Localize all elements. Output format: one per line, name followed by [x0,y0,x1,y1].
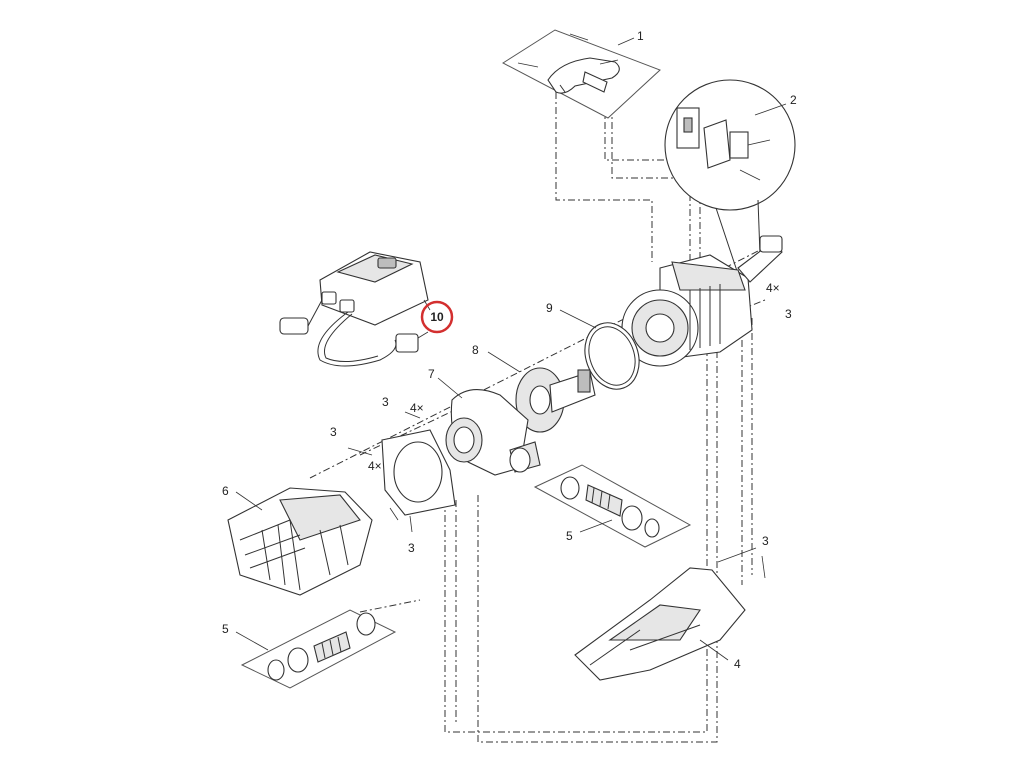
callout-10: 10 [430,310,444,324]
callout-labels: 1 2 4× 3 9 8 7 3 4× 3 4× 6 3 5 3 5 4 10 [222,29,797,671]
callout-7: 7 [428,367,435,381]
part-5-hose-set-left [235,609,397,689]
callout-6: 6 [222,484,229,498]
callout-9: 9 [546,301,553,315]
callout-3-top: 3 [382,395,389,409]
part-10-control-unit [279,251,431,367]
callout-4: 4 [734,657,741,671]
qty-right: 4× [766,281,780,295]
part-7-pump-housing [437,377,541,476]
flange-plate [347,411,456,533]
callout-3-bottom: 3 [408,541,415,555]
callout-8: 8 [472,343,479,357]
callout-1: 1 [637,29,644,43]
part-2-detail-magnifier [664,79,796,281]
callout-2: 2 [790,93,797,107]
part-9-o-ring [559,309,640,390]
qty-top: 4× [410,401,424,415]
callout-3-base: 3 [762,534,769,548]
part-8-rotor [487,351,596,433]
part-5-hose-set-right [533,464,692,548]
callout-10-highlight [420,300,454,334]
motor-housing [621,235,783,367]
qty-left: 4× [368,459,382,473]
part-4-base [574,547,766,681]
callout-3-left: 3 [330,425,337,439]
callout-5-right: 5 [566,529,573,543]
callout-3-right: 3 [785,307,792,321]
callout-5-left: 5 [222,622,229,636]
part-1-cover-assembly [502,29,661,119]
part-6-filter-basket [227,487,373,596]
